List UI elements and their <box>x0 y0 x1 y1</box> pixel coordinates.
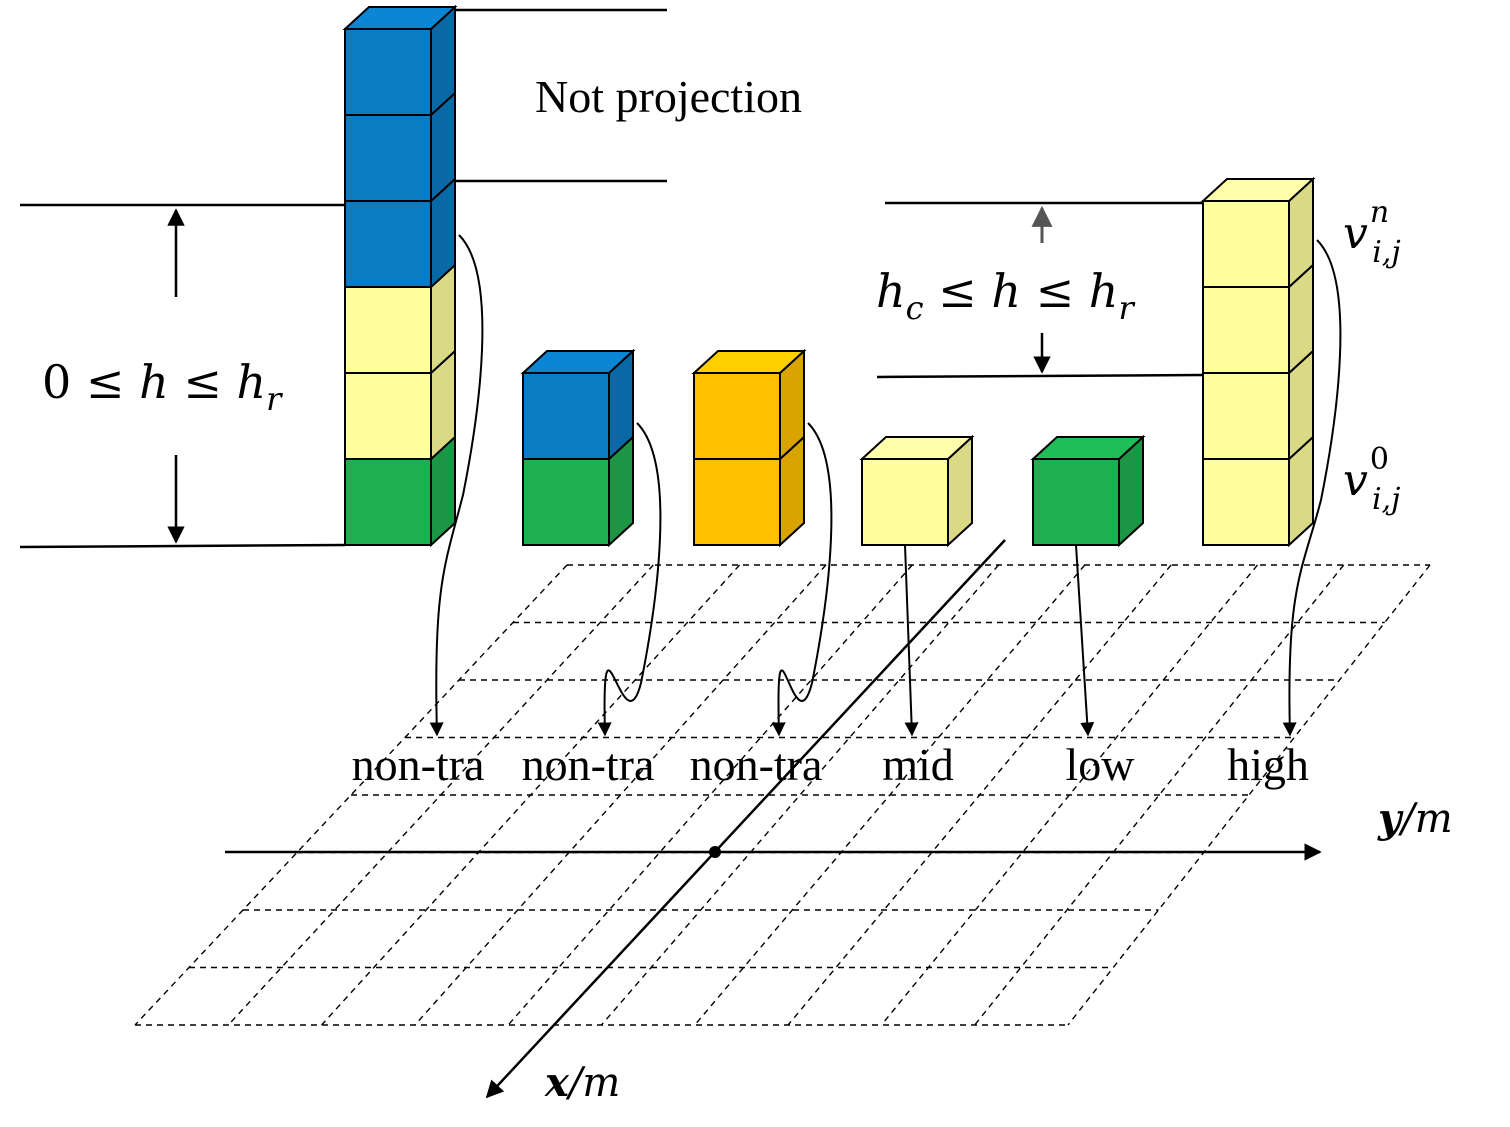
voxel-cube <box>344 90 456 204</box>
category-label-6: high <box>1227 739 1309 790</box>
projection-arrow-5 <box>1075 544 1095 737</box>
grid-col-line <box>694 564 1086 1026</box>
voxel-top-face <box>1200 178 1316 202</box>
y-axis-label: y/m <box>1377 795 1453 842</box>
voxel-top-face <box>342 6 458 30</box>
voxel-cube <box>1202 348 1314 462</box>
x-axis <box>485 539 1006 1099</box>
grid-col-line <box>227 564 654 1026</box>
voxel-top-face <box>1030 436 1146 460</box>
voxel-cube <box>1030 434 1146 548</box>
category-label-4: mid <box>882 739 954 790</box>
voxel-column-5 <box>1030 434 1146 548</box>
origin-point <box>709 846 721 858</box>
voxel-front-face <box>522 458 610 546</box>
grid-col-line <box>321 564 741 1026</box>
voxel-front-face <box>693 458 781 546</box>
projection-arrow-2 <box>597 422 662 737</box>
projection-arrow-4 <box>904 544 919 737</box>
category-label-2: non-tra <box>522 739 655 790</box>
voxel-cube <box>691 348 807 462</box>
grid-col-line <box>414 564 827 1026</box>
voxel-front-face <box>1202 372 1290 460</box>
voxel-cube <box>342 4 458 118</box>
voxel-stacks <box>342 4 1316 548</box>
left-range-bottom-line <box>19 543 346 549</box>
voxel-cube <box>344 348 456 462</box>
x-axis-label: x/m <box>544 1059 620 1106</box>
projection-arrow-3 <box>771 422 833 737</box>
right-range-bottom-line <box>876 373 1204 379</box>
voxel-front-face <box>693 372 781 460</box>
voxel-front-face <box>1032 458 1120 546</box>
voxel-cube <box>344 262 456 376</box>
ground-grid <box>134 564 1431 1026</box>
voxel-front-face <box>861 458 949 546</box>
voxel-column-2 <box>520 348 636 548</box>
voxel-front-face <box>344 286 432 374</box>
voxel-cube <box>693 434 805 548</box>
right-range-label: hc ≤ h ≤ hr <box>876 264 1135 327</box>
category-labels: non-tra non-tra non-tra mid low high <box>352 739 1309 790</box>
voxel-front-face <box>344 372 432 460</box>
voxel-front-face <box>1202 458 1290 546</box>
voxel-front-face <box>522 372 610 460</box>
grid-col-line <box>507 564 913 1026</box>
voxel-cube <box>522 434 634 548</box>
voxel-top-face <box>859 436 975 460</box>
grid-col-line <box>600 564 1000 1026</box>
voxel-cube <box>520 348 636 462</box>
category-label-1: non-tra <box>352 739 485 790</box>
voxel-column-6 <box>1200 176 1316 548</box>
category-label-3: non-tra <box>690 739 823 790</box>
voxel-cube <box>344 176 456 290</box>
projection-connectors <box>429 234 1342 737</box>
voxel-front-face <box>344 458 432 546</box>
projection-arrow-6 <box>1282 239 1342 737</box>
grid-col-line <box>787 564 1172 1026</box>
not-projection-label: Not projection <box>535 71 802 122</box>
voxel-cube <box>1200 176 1316 290</box>
left-range-label: 0 ≤ h ≤ hr <box>42 355 283 418</box>
voxel-front-face <box>1202 200 1290 288</box>
voxel-cube <box>859 434 975 548</box>
voxel-front-face <box>344 200 432 288</box>
category-label-5: low <box>1066 739 1136 790</box>
voxel-column-1 <box>342 4 458 548</box>
voxel-column-4 <box>859 434 975 548</box>
projection-arrow-1 <box>429 234 484 737</box>
voxel-front-face <box>1202 286 1290 374</box>
voxel-top-face <box>520 350 636 374</box>
voxel-front-face <box>344 114 432 202</box>
grid-col-line <box>880 564 1258 1026</box>
voxel-front-face <box>344 28 432 116</box>
voxel-cube <box>1202 434 1314 548</box>
grid-col-line <box>1067 564 1431 1026</box>
voxel-column-3 <box>691 348 807 548</box>
voxel-top-face <box>691 350 807 374</box>
